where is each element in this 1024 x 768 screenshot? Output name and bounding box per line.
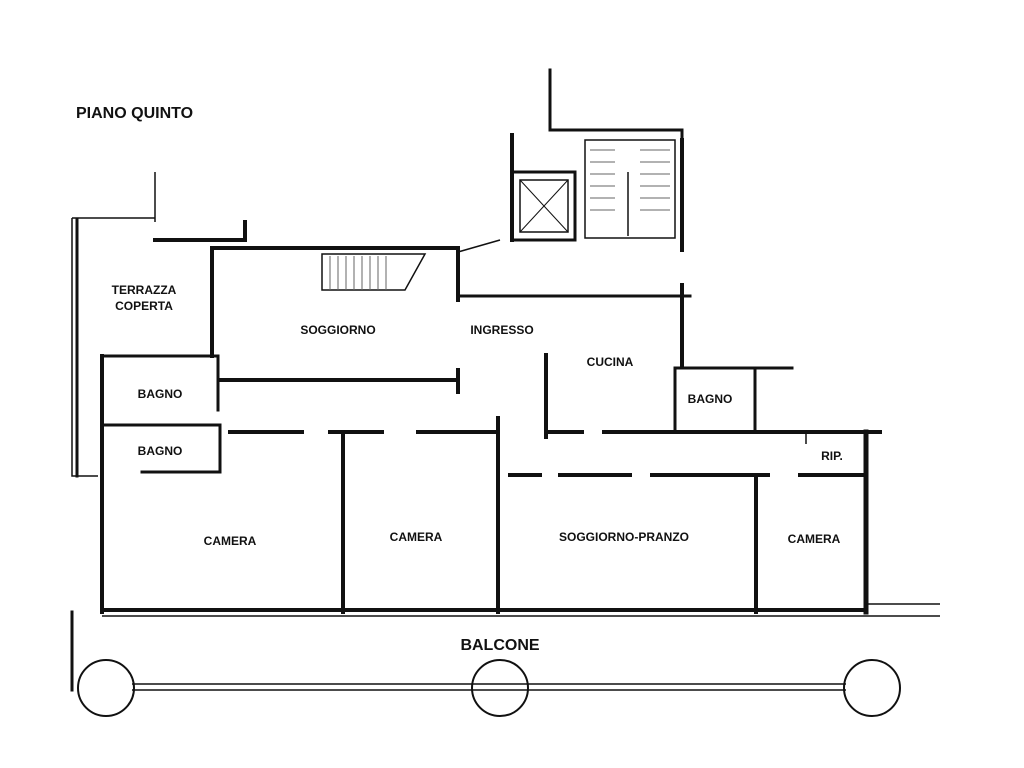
label-terrazza-1: TERRAZZA	[112, 283, 177, 297]
bagno-upper-walls	[100, 354, 222, 474]
label-bagno-2: BAGNO	[138, 444, 183, 458]
staircase-icon	[584, 139, 676, 239]
internal-stair-icon	[321, 253, 427, 291]
floor-title: PIANO QUINTO	[76, 105, 193, 122]
label-cucina: CUCINA	[587, 355, 634, 369]
label-camera-2: CAMERA	[390, 530, 443, 544]
ingresso-top-wall	[457, 239, 501, 253]
label-camera-1: CAMERA	[204, 534, 257, 548]
label-balcone: BALCONE	[460, 637, 539, 654]
label-camera-3: CAMERA	[788, 532, 841, 546]
label-soggiorno-pranzo: SOGGIORNO-PRANZO	[559, 530, 689, 544]
corridor-wall	[228, 416, 500, 614]
stair-core-outline	[510, 68, 684, 252]
walls	[70, 68, 940, 692]
label-soggiorno: SOGGIORNO	[300, 323, 375, 337]
elevator-icon	[519, 179, 569, 233]
label-rip: RIP.	[821, 449, 843, 463]
column-icon	[77, 659, 901, 717]
label-bagno-3: BAGNO	[688, 392, 733, 406]
bagno-right-walls	[673, 366, 794, 432]
soggiorno-top-wall	[210, 246, 460, 302]
label-ingresso: INGRESSO	[470, 323, 533, 337]
label-terrazza-2: COPERTA	[115, 299, 173, 313]
terrace-outline	[71, 172, 156, 477]
terrace-top-wall	[153, 220, 247, 242]
label-bagno-1: BAGNO	[138, 387, 183, 401]
